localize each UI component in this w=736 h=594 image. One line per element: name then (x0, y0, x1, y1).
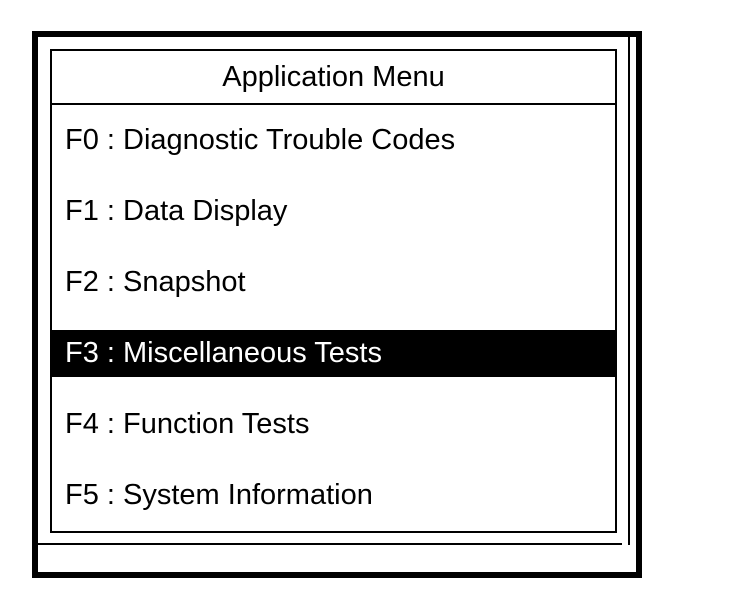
device-screen-frame: Application Menu F0 : Diagnostic Trouble… (32, 31, 642, 578)
menu-item-f2[interactable]: F2 : Snapshot (52, 247, 615, 318)
softkey-strip (38, 545, 636, 572)
menu-item-label: F4 : Function Tests (65, 408, 310, 440)
menu-item-label: F0 : Diagnostic Trouble Codes (65, 124, 456, 156)
menu-item-label: F3 : Miscellaneous Tests (52, 330, 615, 377)
menu-item-f0[interactable]: F0 : Diagnostic Trouble Codes (52, 105, 615, 176)
menu-title: Application Menu (52, 51, 615, 105)
display-right-strip (622, 37, 628, 545)
display-area: Application Menu F0 : Diagnostic Trouble… (38, 37, 630, 545)
menu-item-label: F1 : Data Display (65, 195, 288, 227)
menu-item-f1[interactable]: F1 : Data Display (52, 176, 615, 247)
menu-item-list: F0 : Diagnostic Trouble Codes F1 : Data … (52, 105, 615, 531)
menu-item-f3[interactable]: F3 : Miscellaneous Tests (52, 318, 615, 389)
application-menu-panel: Application Menu F0 : Diagnostic Trouble… (50, 49, 617, 533)
menu-item-f5[interactable]: F5 : System Information (52, 460, 615, 531)
menu-item-label: F2 : Snapshot (65, 266, 246, 298)
menu-item-label: F5 : System Information (65, 479, 373, 511)
menu-item-f4[interactable]: F4 : Function Tests (52, 389, 615, 460)
